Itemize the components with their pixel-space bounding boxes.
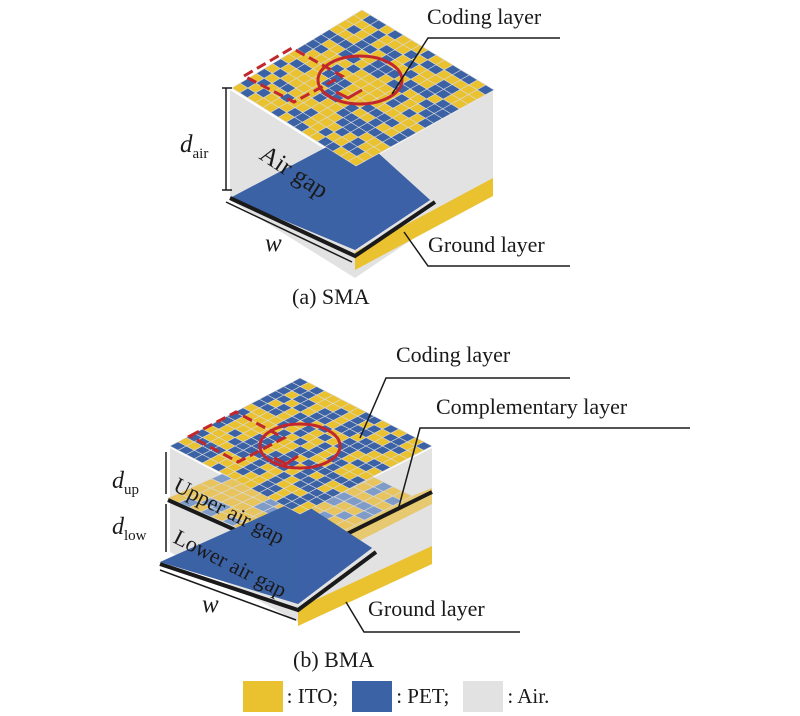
grid-cell bbox=[476, 84, 495, 96]
legend: : ITO; : PET; : Air. bbox=[0, 676, 800, 716]
legend-item-pet: : PET; bbox=[352, 680, 450, 712]
legend-swatch-ito bbox=[242, 680, 283, 712]
legend-label-ito: : ITO; bbox=[286, 683, 339, 708]
bma-d-low-sub: low bbox=[124, 528, 147, 544]
sma-coding-leader bbox=[391, 37, 560, 95]
bma-ground-ito bbox=[298, 546, 432, 626]
bma-pet-side bbox=[298, 500, 372, 604]
bma-ground-edge bbox=[159, 550, 378, 613]
sma-ground-edge bbox=[229, 196, 437, 259]
sma-coding-grid bbox=[231, 9, 495, 167]
legend-swatch-air bbox=[463, 680, 504, 712]
sma-ground-ito bbox=[355, 178, 493, 270]
sma-pet-top bbox=[355, 132, 430, 250]
sma-unit-cell-marker bbox=[240, 46, 404, 106]
legend-swatch-pet bbox=[352, 680, 393, 712]
legend-item-ito: : ITO; bbox=[242, 680, 339, 712]
bma-complementary-label: Complementary layer bbox=[436, 394, 628, 419]
bma-d-up-label: dup bbox=[112, 468, 139, 498]
legend-label-air: : Air. bbox=[507, 683, 550, 708]
sma-ground-label: Ground layer bbox=[428, 232, 545, 257]
bma-complementary-leader bbox=[397, 427, 690, 511]
bma-unit-cell-marker bbox=[186, 410, 342, 470]
bma-d-low-label: dlow bbox=[112, 514, 147, 544]
grid-cell bbox=[414, 441, 433, 451]
sma-coding-label: Coding layer bbox=[427, 4, 542, 29]
legend-item-air: : Air. bbox=[463, 680, 550, 712]
bma-structure: Coding layer Complementary layer Ground … bbox=[112, 342, 690, 672]
sma-structure: Coding layer Ground layer Air gap dair w… bbox=[180, 4, 570, 309]
sma-d-label: dair bbox=[180, 131, 208, 162]
bma-ground-leader bbox=[345, 601, 520, 633]
sma-ground-leader bbox=[403, 231, 570, 267]
bma-coding-leader bbox=[359, 377, 570, 439]
bma-w-label: w bbox=[202, 591, 219, 618]
sma-w-label: w bbox=[265, 230, 282, 257]
bma-d-up-sub: up bbox=[124, 482, 139, 498]
legend-label-pet: : PET; bbox=[396, 683, 450, 708]
bma-coding-label: Coding layer bbox=[396, 342, 511, 367]
bma-ground-label: Ground layer bbox=[368, 596, 485, 621]
sma-d-sub: air bbox=[193, 146, 209, 162]
sma-caption: (a) SMA bbox=[292, 284, 370, 309]
bma-caption: (b) BMA bbox=[293, 647, 374, 672]
